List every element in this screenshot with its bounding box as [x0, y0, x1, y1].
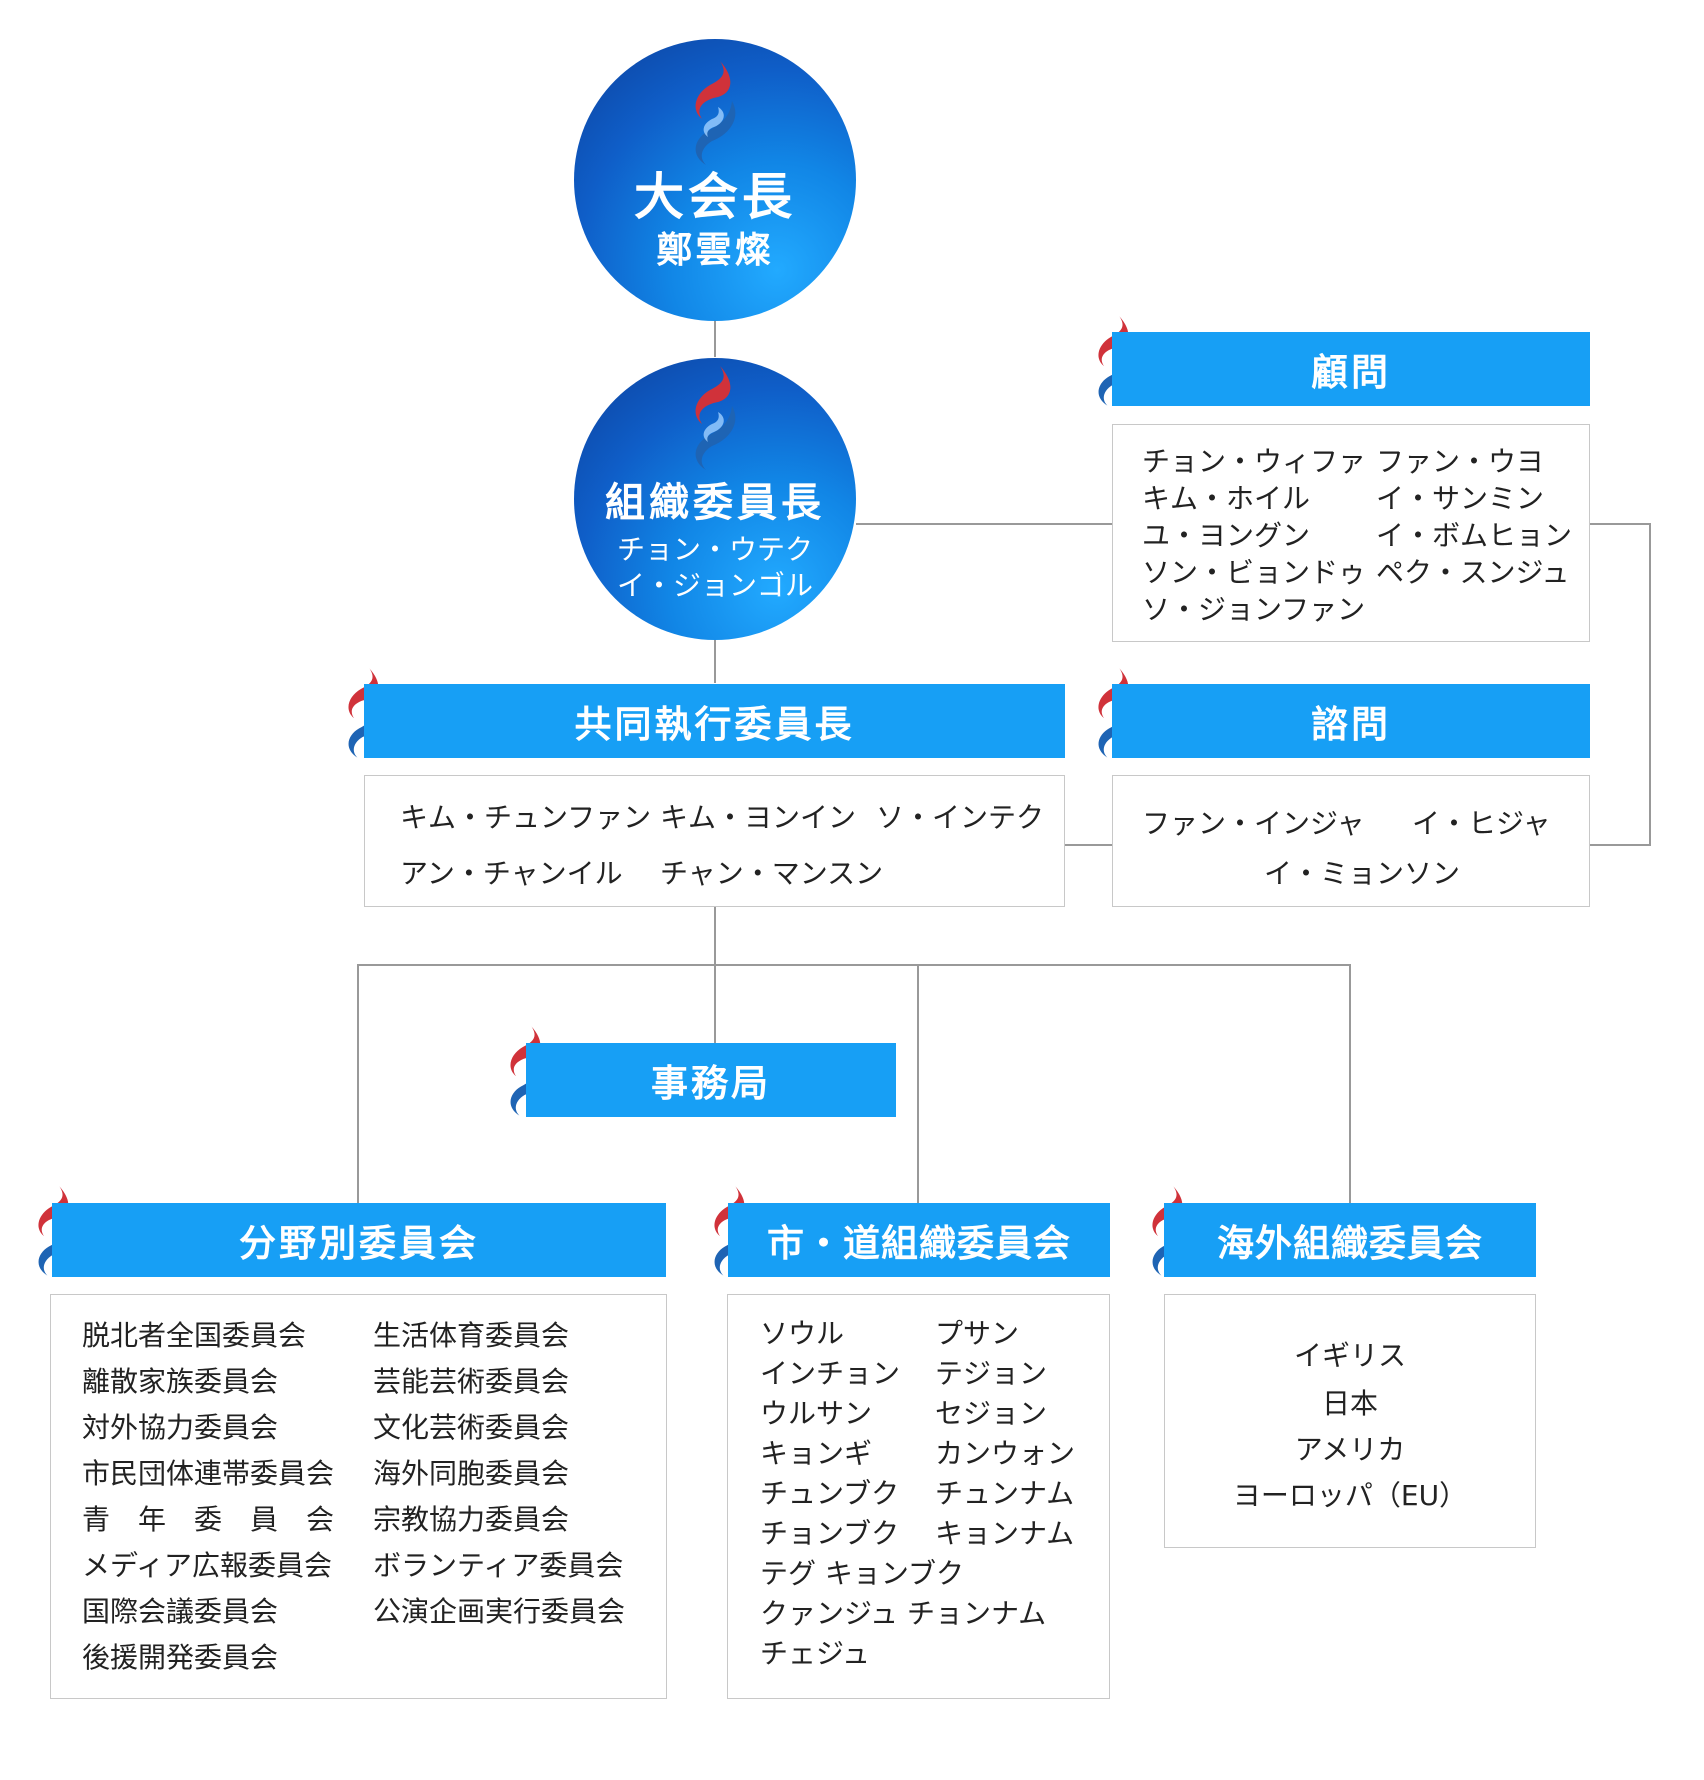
- org-chair-circle: 組織委員長 チョン・ウテク イ・ジョンゴル: [574, 358, 856, 640]
- region-item: テジョン: [935, 1357, 1048, 1390]
- field-committees-title: 分野別委員会: [239, 1222, 479, 1265]
- field-committee-item: 宗教協力委員会: [373, 1503, 570, 1536]
- org-chair-title: 組織委員長: [605, 480, 825, 526]
- secretariat-banner: 事務局: [526, 1043, 896, 1117]
- advisor-name: ソ・ジョンファン: [1142, 593, 1366, 626]
- field-committee-item: 文化芸術委員会: [373, 1411, 570, 1444]
- advisor-name: ファン・ウヨ: [1376, 445, 1545, 478]
- advisors-banner: 顧問: [1112, 332, 1590, 406]
- field-committee-item: 生活体育委員会: [373, 1319, 570, 1352]
- field-committees-banner: 分野別委員会: [52, 1203, 666, 1277]
- region-item: キョンナム: [935, 1517, 1075, 1550]
- advisor-name: ソン・ビョンドゥ: [1142, 556, 1367, 589]
- region-item: カンウォン: [935, 1437, 1076, 1470]
- advisor-name: キム・ホイル: [1142, 482, 1311, 515]
- field-committee-item: 青 年 委 員 会: [82, 1503, 335, 1536]
- field-committee-item: 海外同胞委員会: [373, 1457, 570, 1490]
- field-committee-item: 後援開発委員会: [82, 1641, 279, 1674]
- regional-committees-box: [727, 1294, 1110, 1699]
- field-committee-item: 対外協力委員会: [82, 1411, 279, 1444]
- advisors-title: 顧問: [1311, 351, 1391, 394]
- co-exec-box: [364, 775, 1065, 907]
- president-name: 鄭雲燦: [656, 230, 774, 271]
- region-item: クァンジュ チョンナム: [760, 1597, 1047, 1630]
- field-committee-item: 国際会議委員会: [82, 1595, 279, 1628]
- consultant-name: イ・ミョンソン: [1264, 857, 1461, 890]
- field-committee-item: 離散家族委員会: [82, 1365, 279, 1398]
- consultants-banner: 諮問: [1112, 684, 1590, 758]
- regional-committees-banner: 市・道組織委員会: [728, 1203, 1110, 1277]
- region-item: チョンブク: [760, 1517, 900, 1550]
- overseas-item: イギリス: [1293, 1339, 1406, 1372]
- advisor-name: ユ・ヨングン: [1142, 519, 1311, 552]
- org-chair-name-2: イ・ジョンゴル: [616, 569, 813, 602]
- org-chair-name-1: チョン・ウテク: [616, 533, 813, 566]
- field-committee-item: 芸能芸術委員会: [373, 1365, 570, 1398]
- field-committee-item: 脱北者全国委員会: [82, 1319, 307, 1352]
- torch-logo-icon: [695, 366, 736, 470]
- overseas-committees-banner: 海外組織委員会: [1164, 1203, 1536, 1277]
- consultant-name: イ・ヒジャ: [1412, 807, 1551, 840]
- advisors-box: [1112, 424, 1590, 642]
- region-item: テグ キョンブク: [760, 1557, 965, 1590]
- field-committee-item: ボランティア委員会: [373, 1549, 624, 1582]
- advisor-name: ペク・スンジュ: [1376, 556, 1570, 589]
- overseas-committees-box: [1164, 1294, 1536, 1548]
- field-committees-box: [50, 1294, 667, 1699]
- region-item: チェジュ: [760, 1637, 871, 1670]
- consultants-title: 諮問: [1311, 703, 1391, 746]
- advisor-name: チョン・ウィファ: [1142, 445, 1367, 478]
- field-committee-item: 市民団体連帯委員会: [82, 1457, 335, 1490]
- co-exec-name: ソ・インテク: [876, 801, 1045, 834]
- region-item: キョンギ: [760, 1437, 873, 1470]
- consultant-name: ファン・インジャ: [1142, 807, 1365, 840]
- region-item: ウルサン: [760, 1397, 873, 1430]
- co-exec-banner: 共同執行委員長: [364, 684, 1065, 758]
- regional-committees-title: 市・道組織委員会: [767, 1222, 1071, 1265]
- co-exec-name: アン・チャンイル: [400, 857, 623, 890]
- co-exec-name: チャン・マンスン: [660, 857, 884, 890]
- consultants-box: [1112, 775, 1590, 907]
- torch-logo-icon: [695, 61, 736, 165]
- region-item: チュンナム: [935, 1477, 1075, 1510]
- field-committee-item: メディア広報委員会: [82, 1549, 333, 1582]
- co-exec-name: キム・ヨンイン: [660, 801, 857, 834]
- overseas-item: 日本: [1321, 1387, 1378, 1420]
- co-exec-name: キム・チュンファン: [400, 801, 652, 834]
- overseas-item: アメリカ: [1294, 1433, 1406, 1466]
- region-item: プサン: [935, 1317, 1020, 1350]
- region-item: インチョン: [760, 1357, 901, 1390]
- overseas-item: ヨーロッパ（EU）: [1232, 1479, 1468, 1512]
- president-title: 大会長: [634, 168, 796, 226]
- region-item: ソウル: [760, 1317, 845, 1350]
- secretariat-title: 事務局: [651, 1062, 771, 1105]
- region-item: チュンブク: [760, 1477, 900, 1510]
- advisor-name: イ・サンミン: [1376, 482, 1545, 515]
- co-exec-title: 共同執行委員長: [574, 703, 855, 746]
- overseas-committees-title: 海外組織委員会: [1217, 1222, 1483, 1265]
- advisor-name: イ・ボムヒョン: [1376, 519, 1573, 552]
- region-item: セジョン: [935, 1397, 1048, 1430]
- president-circle: 大会長 鄭雲燦: [574, 39, 856, 321]
- field-committee-item: 公演企画実行委員会: [373, 1595, 626, 1628]
